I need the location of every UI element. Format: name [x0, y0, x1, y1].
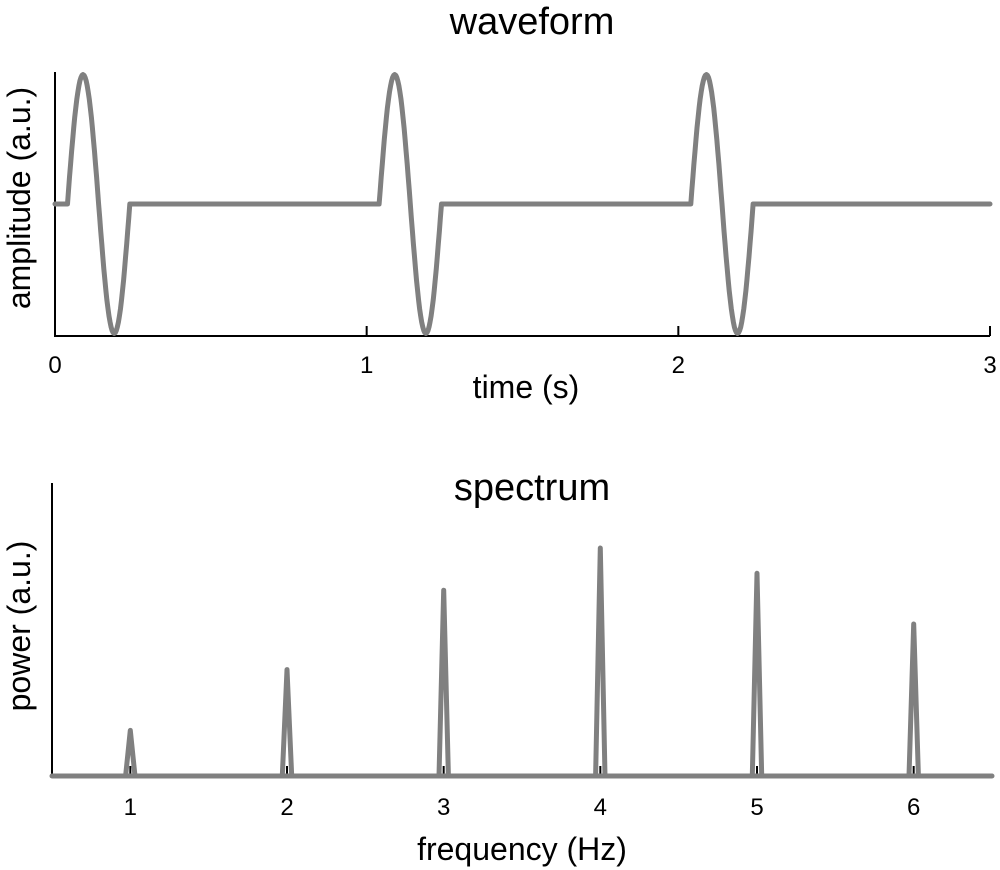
waveform-title: waveform: [449, 1, 615, 43]
spectrum-peak: [906, 621, 921, 779]
waveform-chart: waveform amplitude (a.u.) 0 1 2 3 time (s): [1, 1, 997, 405]
spectrum-x-tick-label: 3: [437, 794, 450, 821]
waveform-y-label: amplitude (a.u.): [1, 87, 37, 309]
spectrum-x-tick-label: 6: [907, 794, 920, 821]
spectrum-chart: spectrum power (a.u.) 1 2 3 4 5 6 frequency (…: [1, 467, 995, 867]
spectrum-y-label: power (a.u.): [1, 541, 37, 712]
waveform-x-tick-label: 1: [360, 352, 373, 379]
waveform-x-tick-label: 2: [672, 352, 685, 379]
waveform-x-ticks: 0 1 2 3: [48, 326, 997, 379]
spectrum-x-tick-label: 5: [750, 794, 763, 821]
waveform-x-tick-label: 3: [983, 352, 996, 379]
spectrum-x-label: frequency (Hz): [417, 831, 627, 867]
spectrum-peak: [436, 587, 451, 779]
waveform-x-label: time (s): [473, 369, 580, 405]
spectrum-x-tick-label: 1: [124, 794, 137, 821]
spectrum-x-tick-label: 4: [594, 794, 607, 821]
spectrum-peak: [593, 545, 608, 779]
spectrum-axes: [51, 483, 992, 777]
spectrum-peaks: [49, 545, 995, 779]
spectrum-peak: [749, 570, 765, 779]
waveform-line: [52, 72, 993, 336]
spectrum-x-ticks: 1 2 3 4 5 6: [124, 766, 920, 821]
spectrum-peak: [123, 727, 138, 779]
spectrum-title: spectrum: [454, 467, 610, 509]
spectrum-peak: [279, 667, 295, 779]
spectrum-x-tick-label: 2: [280, 794, 293, 821]
waveform-x-tick-label: 0: [48, 352, 61, 379]
